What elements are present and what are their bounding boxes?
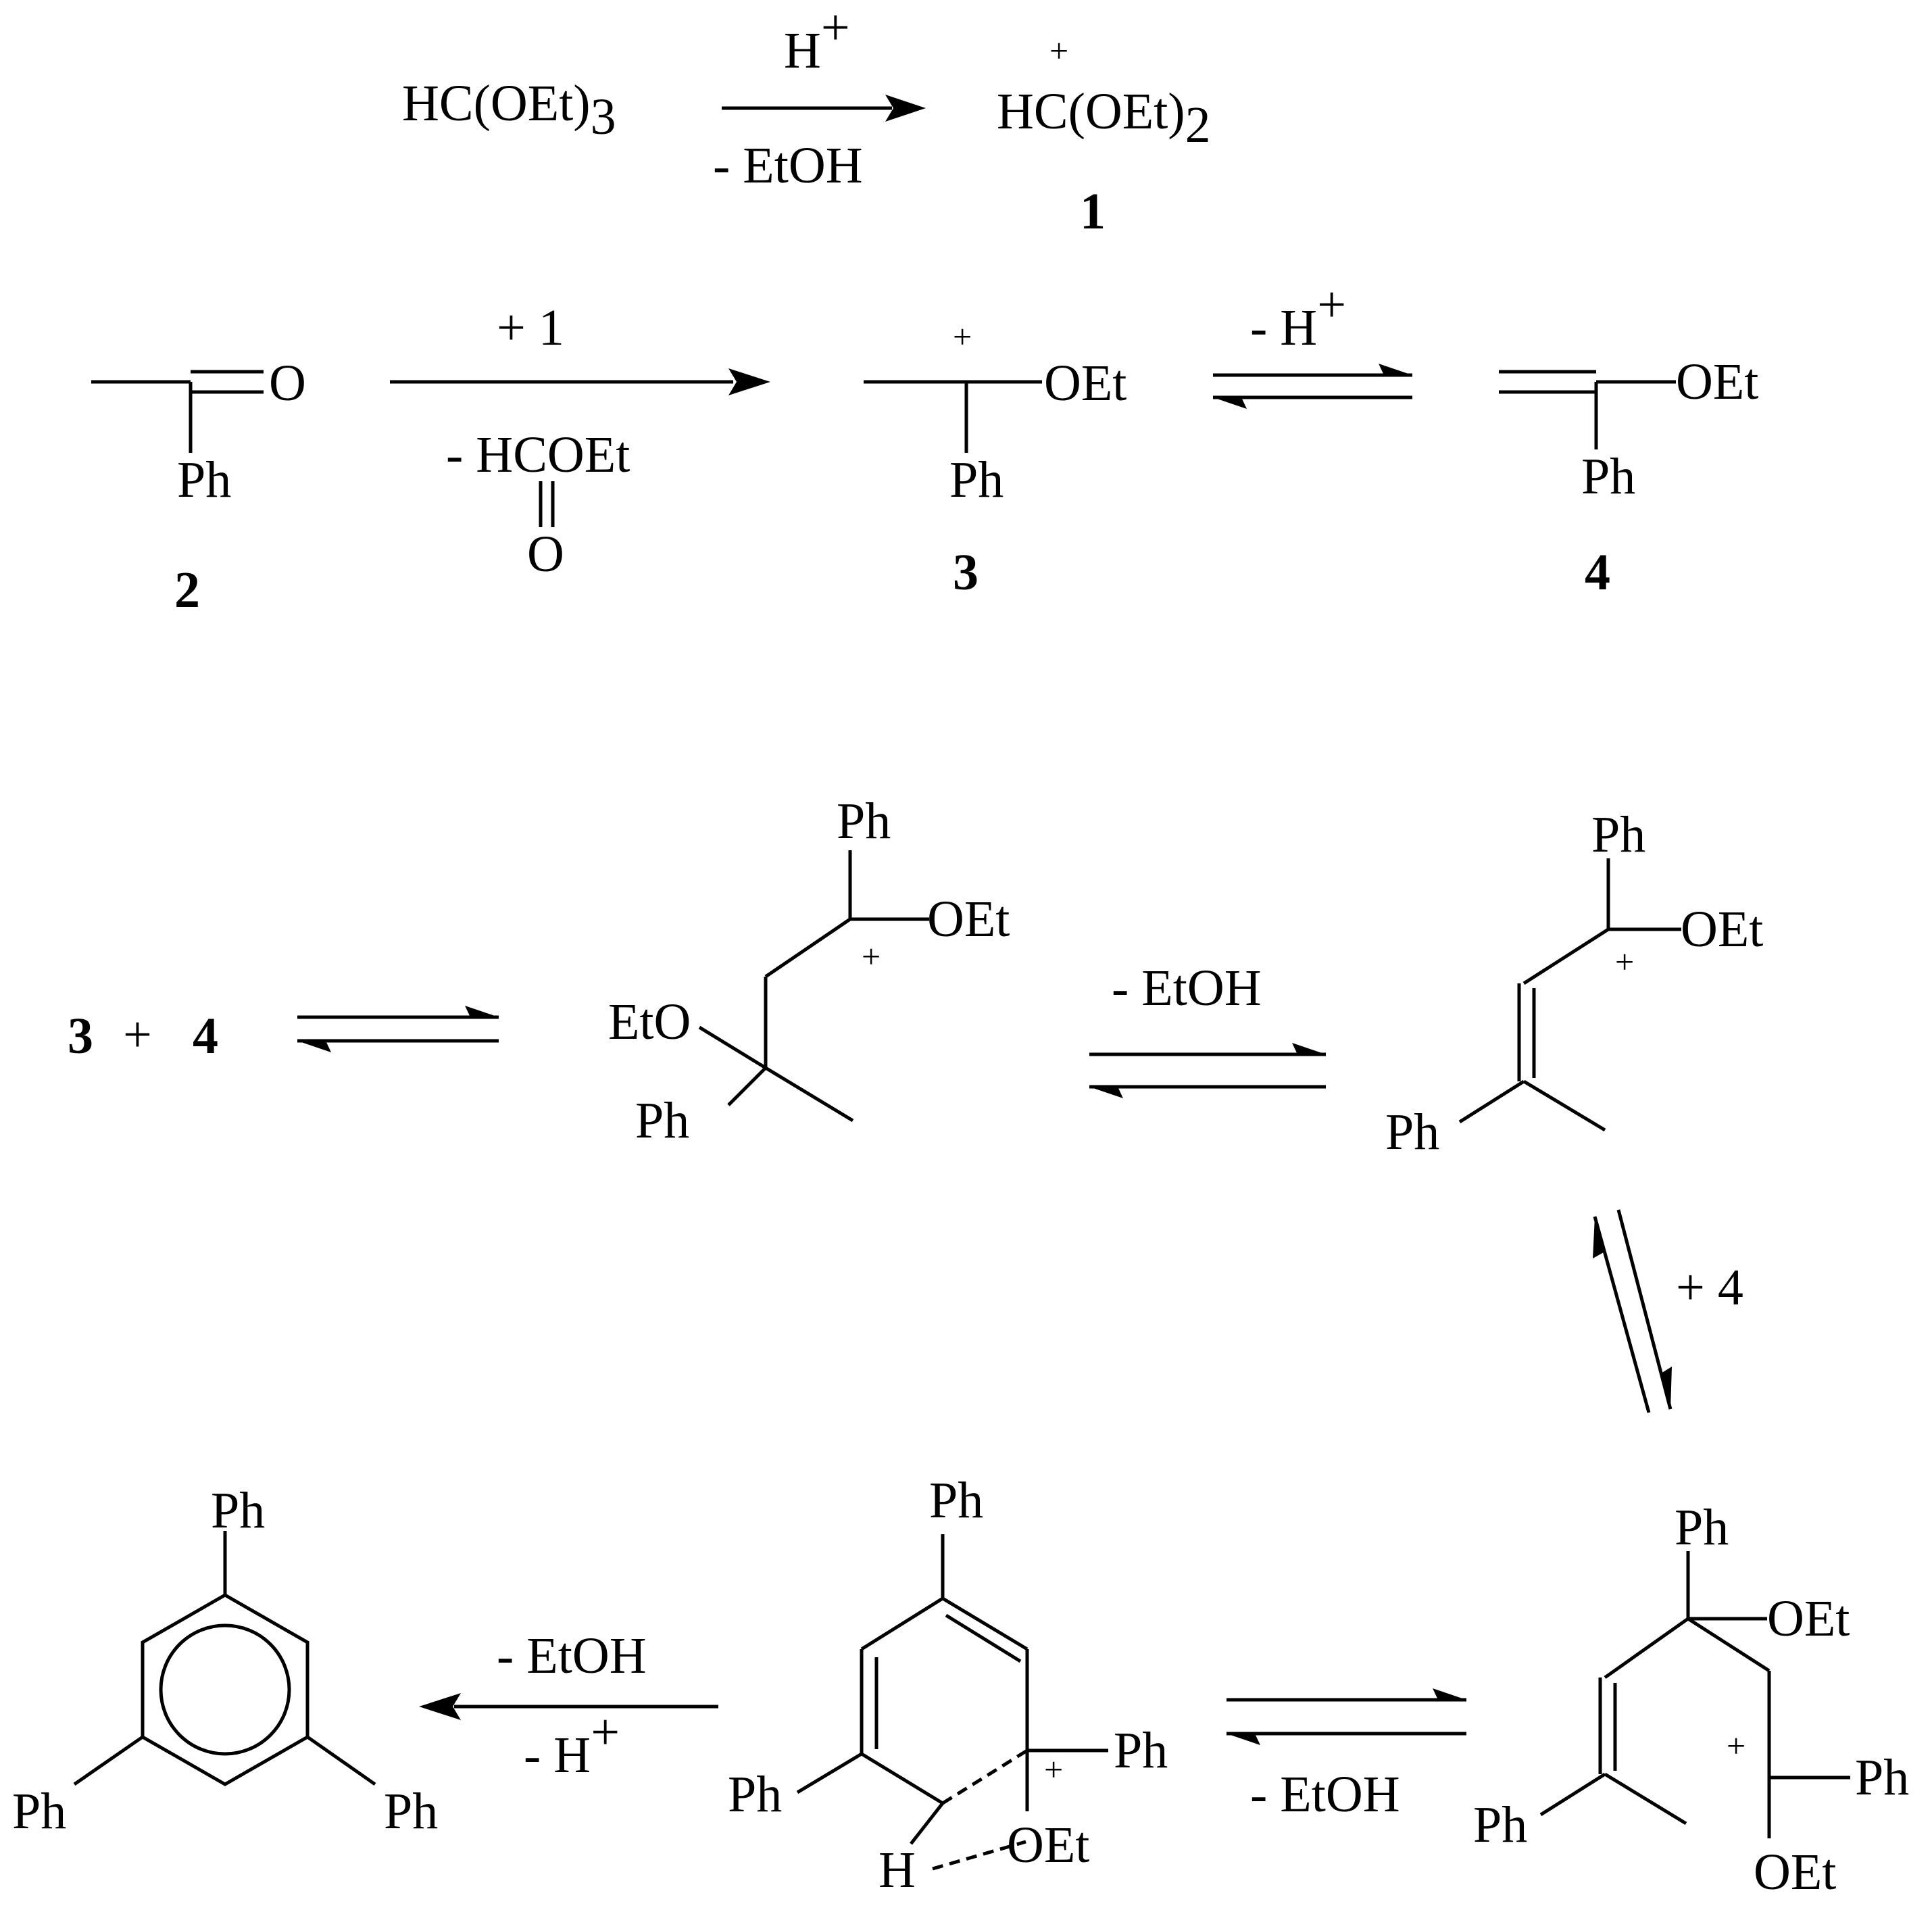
phenyl-group-3: Ph (949, 451, 1004, 508)
adduct-ethoxy-left: EtO (608, 994, 691, 1050)
ring-phenyl-right: Ph (1114, 1722, 1168, 1779)
triphenylbenzene-product: Ph Ph Ph (12, 1482, 438, 1840)
ethyl-formate-byproduct: - HCOEt O (446, 426, 630, 583)
second-addition-label: + 4 (1676, 1259, 1743, 1316)
dialkoxycarbenium-charge: + (1049, 32, 1068, 70)
compound-label-1: 1 (1080, 183, 1106, 240)
addition-cation: Ph OEt + EtO Ph (608, 793, 1010, 1149)
equilibrium-arrows-addition (297, 1006, 499, 1052)
equilibrium-arrows-cyclization (1227, 1688, 1466, 1745)
equilibrium-arrows-elimination (1089, 1043, 1326, 1098)
orthoformate-formula: HC(OEt)3 (402, 75, 616, 145)
oxocarbenium-3: + OEt Ph 3 (864, 318, 1126, 601)
reactant-label-4: 4 (193, 1008, 218, 1064)
reactant-label-3: 3 (68, 1008, 93, 1064)
product-phenyl-top: Ph (211, 1482, 265, 1539)
cation-charge-3: + (953, 318, 972, 356)
open-chain-cation: Ph OEt + Ph OEt Ph (1473, 1499, 1909, 1901)
step2-arrow (390, 368, 770, 395)
step1-orthoformate-activation: HC(OEt)3 H+ - EtOH + HC(OEt)2 1 (402, 0, 1211, 240)
step1-arrow (722, 95, 926, 122)
step1-acid-catalyst: H+ (784, 0, 850, 79)
ethoxy-group-4: OEt (1676, 353, 1758, 410)
aromatization-ethanol-loss: - EtOH (497, 1627, 647, 1684)
diene-cation: Ph OEt + Ph (1385, 806, 1763, 1160)
addition-reactants: 3 + 4 (68, 1006, 218, 1064)
open-chain-ethoxy-bottom: OEt (1754, 1844, 1836, 1901)
enol-ether-4: OEt Ph 4 (1499, 353, 1758, 601)
ring-phenyl-top: Ph (929, 1472, 983, 1529)
adduct-ethoxy: OEt (927, 891, 1010, 948)
compound-label-2: 2 (174, 562, 200, 618)
acetophenone-2: O Ph 2 (91, 355, 306, 618)
vertical-equilibrium-arrows (1593, 1209, 1673, 1413)
elimination-label: - EtOH (1112, 960, 1262, 1017)
product-phenyl-right: Ph (384, 1783, 438, 1840)
open-chain-phenyl-left: Ph (1473, 1796, 1527, 1853)
open-chain-charge: + (1727, 1727, 1745, 1765)
open-chain-phenyl-right: Ph (1855, 1749, 1909, 1806)
ketone-phenyl: Ph (177, 451, 231, 508)
ketone-oxygen: O (269, 355, 306, 412)
adduct-phenyl-top: Ph (837, 793, 891, 850)
dialkoxycarbenium-formula: HC(OEt)2 (997, 83, 1211, 153)
cyclohexadienyl-cation: Ph Ph + OEt Ph H (728, 1472, 1168, 1899)
compound-label-3: 3 (953, 544, 979, 601)
ring-charge: + (1044, 1750, 1063, 1788)
reactants-plus: + (123, 1006, 152, 1063)
diene-charge: + (1615, 943, 1634, 981)
adduct-phenyl-bottom: Ph (635, 1092, 689, 1149)
diene-ethoxy: OEt (1681, 901, 1763, 958)
aromatization-arrow (419, 1693, 718, 1720)
cyclization-label: - EtOH (1250, 1766, 1400, 1823)
formate-oxygen: O (527, 526, 564, 583)
diene-phenyl-top: Ph (1591, 806, 1645, 863)
ring-ethoxy: OEt (1007, 1817, 1089, 1874)
compound-label-4: 4 (1585, 544, 1610, 601)
aromatization-deprotonation: - H+ (524, 1704, 620, 1784)
equilibrium-arrows-3-4 (1213, 364, 1412, 409)
deprotonation-label: - H+ (1250, 276, 1346, 356)
step2-reagent: + 1 (497, 299, 564, 356)
ring-phenyl-left: Ph (728, 1766, 782, 1823)
product-phenyl-left: Ph (12, 1783, 66, 1840)
ring-hydrogen: H (878, 1842, 916, 1899)
ethyl-formate-formula: - HCOEt (446, 426, 630, 483)
phenyl-group-4: Ph (1581, 448, 1635, 505)
open-chain-phenyl-top: Ph (1675, 1499, 1729, 1556)
open-chain-ethoxy-top: OEt (1767, 1590, 1850, 1647)
step1-ethanol-loss: - EtOH (713, 137, 863, 194)
adduct-charge: + (862, 937, 881, 975)
diene-phenyl-bottom: Ph (1385, 1104, 1439, 1160)
ethoxy-group-3: OEt (1044, 355, 1126, 412)
